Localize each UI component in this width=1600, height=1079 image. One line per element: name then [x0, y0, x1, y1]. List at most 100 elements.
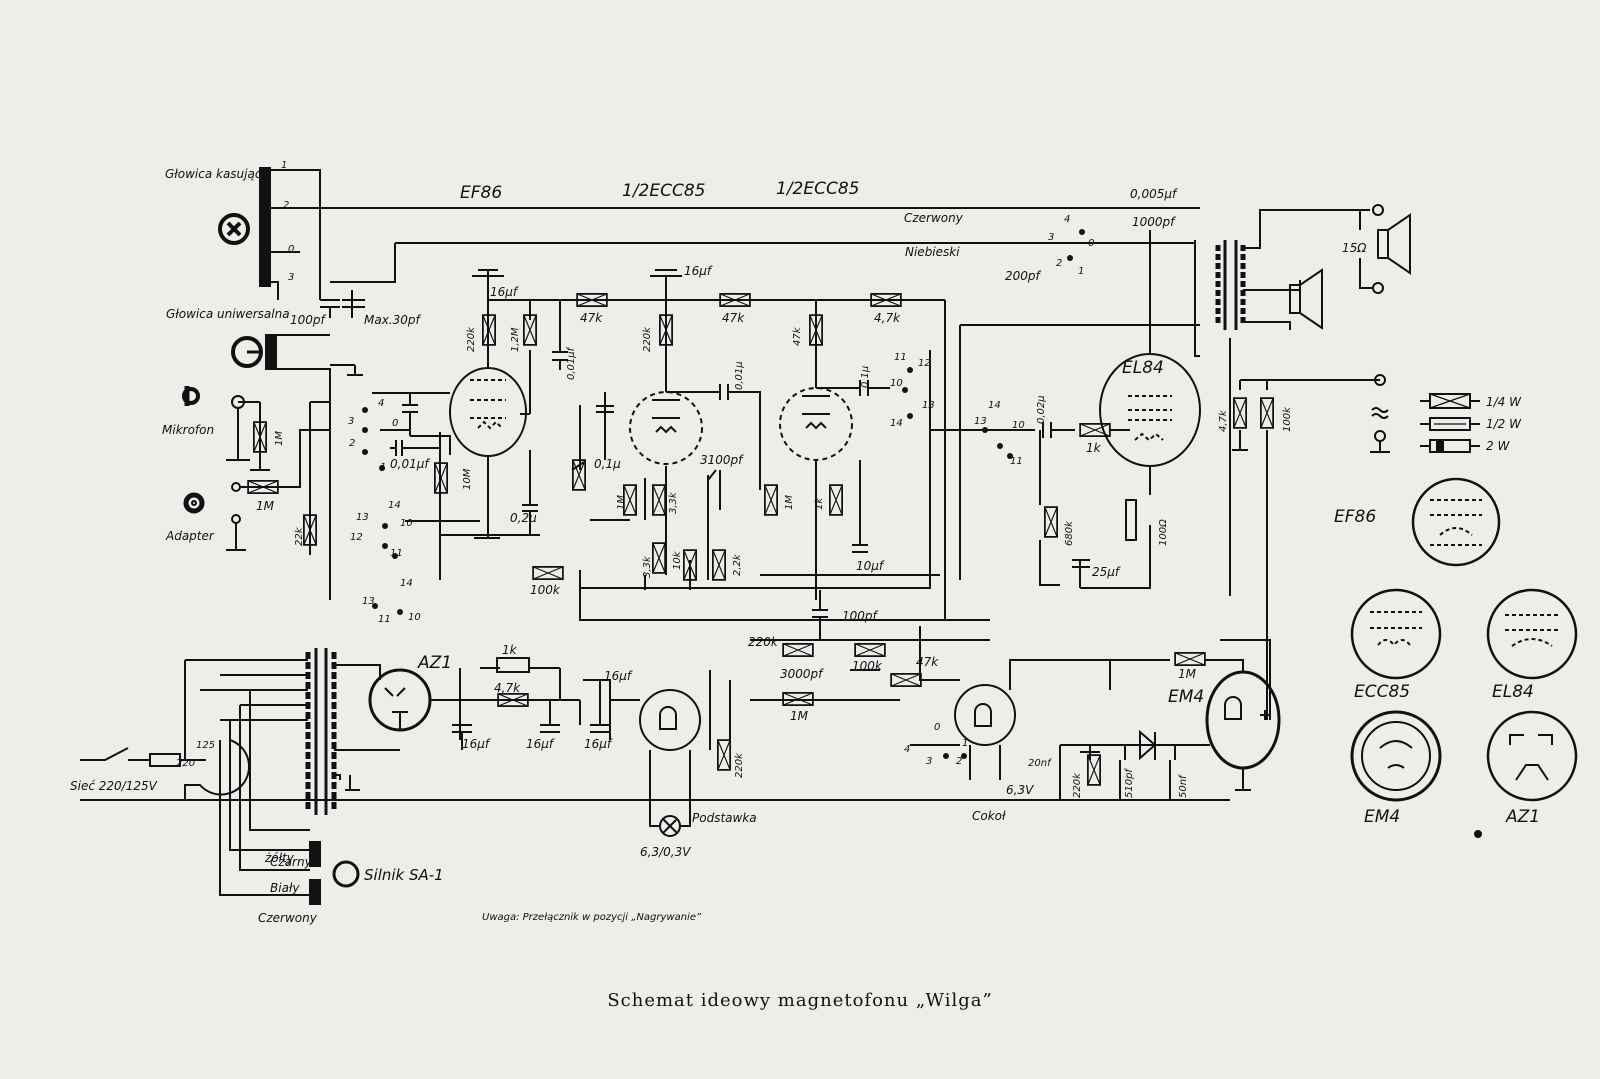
base-label: Podstawka	[692, 811, 757, 825]
switch-f-num: 4	[1064, 214, 1070, 225]
c-005-label: 0,005μf	[1130, 187, 1178, 201]
r-220k-em-label: 220k	[1072, 772, 1083, 798]
switch-b-num: 2	[349, 438, 355, 449]
c-20n-label: 20nf	[1028, 758, 1052, 769]
switch-g-num: 11	[1010, 456, 1023, 467]
c-02-label: 0,2μ	[510, 511, 537, 525]
c-16-1-label: 16μf	[490, 285, 519, 299]
tube-em4-label: EM4	[1168, 687, 1204, 707]
switch-h-num: 1	[962, 738, 968, 749]
switch-e-num: 14	[890, 418, 903, 429]
tube-az1-label: AZ1	[417, 653, 452, 673]
switch-c-num: 14	[388, 500, 401, 511]
switch-h-num: 4	[904, 744, 910, 755]
c-01b-label: 0,1μ	[594, 457, 621, 471]
switch-e-num: 13	[922, 400, 935, 411]
r-1k-label: 1k	[814, 497, 825, 510]
tap-220-label: 220	[176, 758, 195, 769]
switch-e-num: 10	[890, 378, 903, 389]
switch-c-num: 13	[356, 512, 369, 523]
r-1m-c-label: 1M	[790, 709, 809, 723]
pinout-ecc85-label: ECC85	[1354, 682, 1410, 702]
socket-label: Cokoł	[972, 809, 1006, 823]
r-680k-label: 680k	[1064, 520, 1075, 546]
r-220k-1-label: 220k	[466, 326, 477, 352]
c-16-ps4-label: 16μf	[604, 669, 633, 683]
c-01-label: 0,1μ	[860, 366, 871, 388]
wire-yellow-label: żółty	[264, 851, 295, 865]
c-3100-label: 3100pf	[700, 453, 744, 467]
r-33k-a-label: 3,3k	[668, 491, 679, 514]
pinout-az1-label: AZ1	[1505, 807, 1540, 827]
switch-d-num: 11	[378, 614, 391, 625]
r-22k-b-label: 2,2k	[732, 553, 743, 576]
switch-f-num: 1	[1078, 266, 1084, 277]
c-200-label: 200pf	[1005, 269, 1042, 283]
r-100k-b-label: 100k	[852, 659, 883, 673]
note-text: Uwaga: Przełącznik w pozycji „Nagrywanie…	[482, 912, 702, 923]
pinout-em4-label: EM4	[1364, 807, 1400, 827]
c-10-label: 10μf	[856, 559, 885, 573]
c-16-ps2-label: 16μf	[526, 737, 555, 751]
tube-ef86-label: EF86	[460, 183, 502, 203]
c-001-label: 0,01μf	[566, 346, 577, 380]
r-220k-ps-label: 220k	[734, 752, 745, 778]
r-33k-b-label: 3,3k	[642, 555, 653, 578]
wire-red2-label: Czerwony	[258, 911, 318, 925]
switch-g-num: 10	[1012, 420, 1025, 431]
switch-g-num: 14	[988, 400, 1001, 411]
switch-h-num: 3	[926, 756, 932, 767]
tube-ecc85-a-label: 1/2ECC85	[622, 181, 705, 201]
r-220k-3-label: 220k	[748, 635, 779, 649]
r-47k-ps-label: 4,7k	[494, 681, 521, 695]
switch-b-num: 3	[348, 416, 354, 427]
c-100pf-label: 100pf	[842, 609, 879, 623]
switch-g-num: 13	[974, 416, 987, 427]
switch-e-num: 12	[918, 358, 931, 369]
r-47k-2-label: 47k	[722, 311, 745, 325]
adapter-label: Adapter	[165, 529, 215, 543]
wire-blue-label: Niebieski	[905, 245, 960, 259]
c-trim-label: Max.30pf	[364, 313, 422, 327]
switch-a-num: 2	[283, 200, 289, 211]
switch-h-num: 0	[934, 722, 940, 733]
legend-half-w: 1/2 W	[1486, 417, 1522, 431]
switch-c-num: 10	[400, 518, 413, 529]
microphone-label: Mikrofon	[162, 423, 214, 437]
r-47k-1-label: 47k	[580, 311, 603, 325]
r-47k-4-label: 4,7k	[874, 311, 901, 325]
switch-a-num: 0	[288, 244, 294, 255]
switch-a-num: 1	[281, 160, 287, 171]
v63-label: 6,3V	[1006, 783, 1034, 797]
lamp-label: 6,3/0,3V	[640, 845, 691, 859]
r-47k-3-label: 47k	[792, 326, 803, 346]
r-47k-el-label: 4,7k	[1218, 409, 1229, 432]
c-25-label: 25μf	[1092, 565, 1121, 579]
switch-c-num: 12	[350, 532, 363, 543]
switch-d-num: 10	[408, 612, 421, 623]
switch-e-num: 11	[894, 352, 907, 363]
tube-ecc85-b-label: 1/2ECC85	[776, 179, 859, 199]
c-100pf-head-label: 100pf	[290, 313, 327, 327]
r-22k-label: 22k	[294, 526, 305, 546]
c-002-label: 0,02μ	[1036, 395, 1047, 424]
c-16-ps1-label: 16μf	[462, 737, 491, 751]
c-16-2-label: 16μf	[684, 264, 713, 278]
r-10k-label: 10k	[672, 550, 683, 570]
wire-red-label: Czerwony	[904, 211, 964, 225]
wire-black-label-visible: Czarny	[270, 855, 313, 869]
r-1m-b-label: 1M	[784, 495, 795, 510]
r-1m-mic-label: 1M	[274, 431, 285, 446]
r-100k-el-label: 100k	[1282, 406, 1293, 432]
switch-a-num: 3	[288, 272, 294, 283]
pinout-el84-label: EL84	[1492, 682, 1534, 702]
switch-d-num: 14	[400, 578, 413, 589]
c-001c-label: 0,01μf	[390, 457, 430, 471]
legend-quarter-w: 1/4 W	[1486, 395, 1522, 409]
universal-head-label: Głowica uniwersalna	[166, 307, 290, 321]
switch-b-num: 0	[392, 418, 398, 429]
c-16-ps3-label: 16μf	[584, 737, 613, 751]
switch-f-num: 3	[1048, 232, 1054, 243]
